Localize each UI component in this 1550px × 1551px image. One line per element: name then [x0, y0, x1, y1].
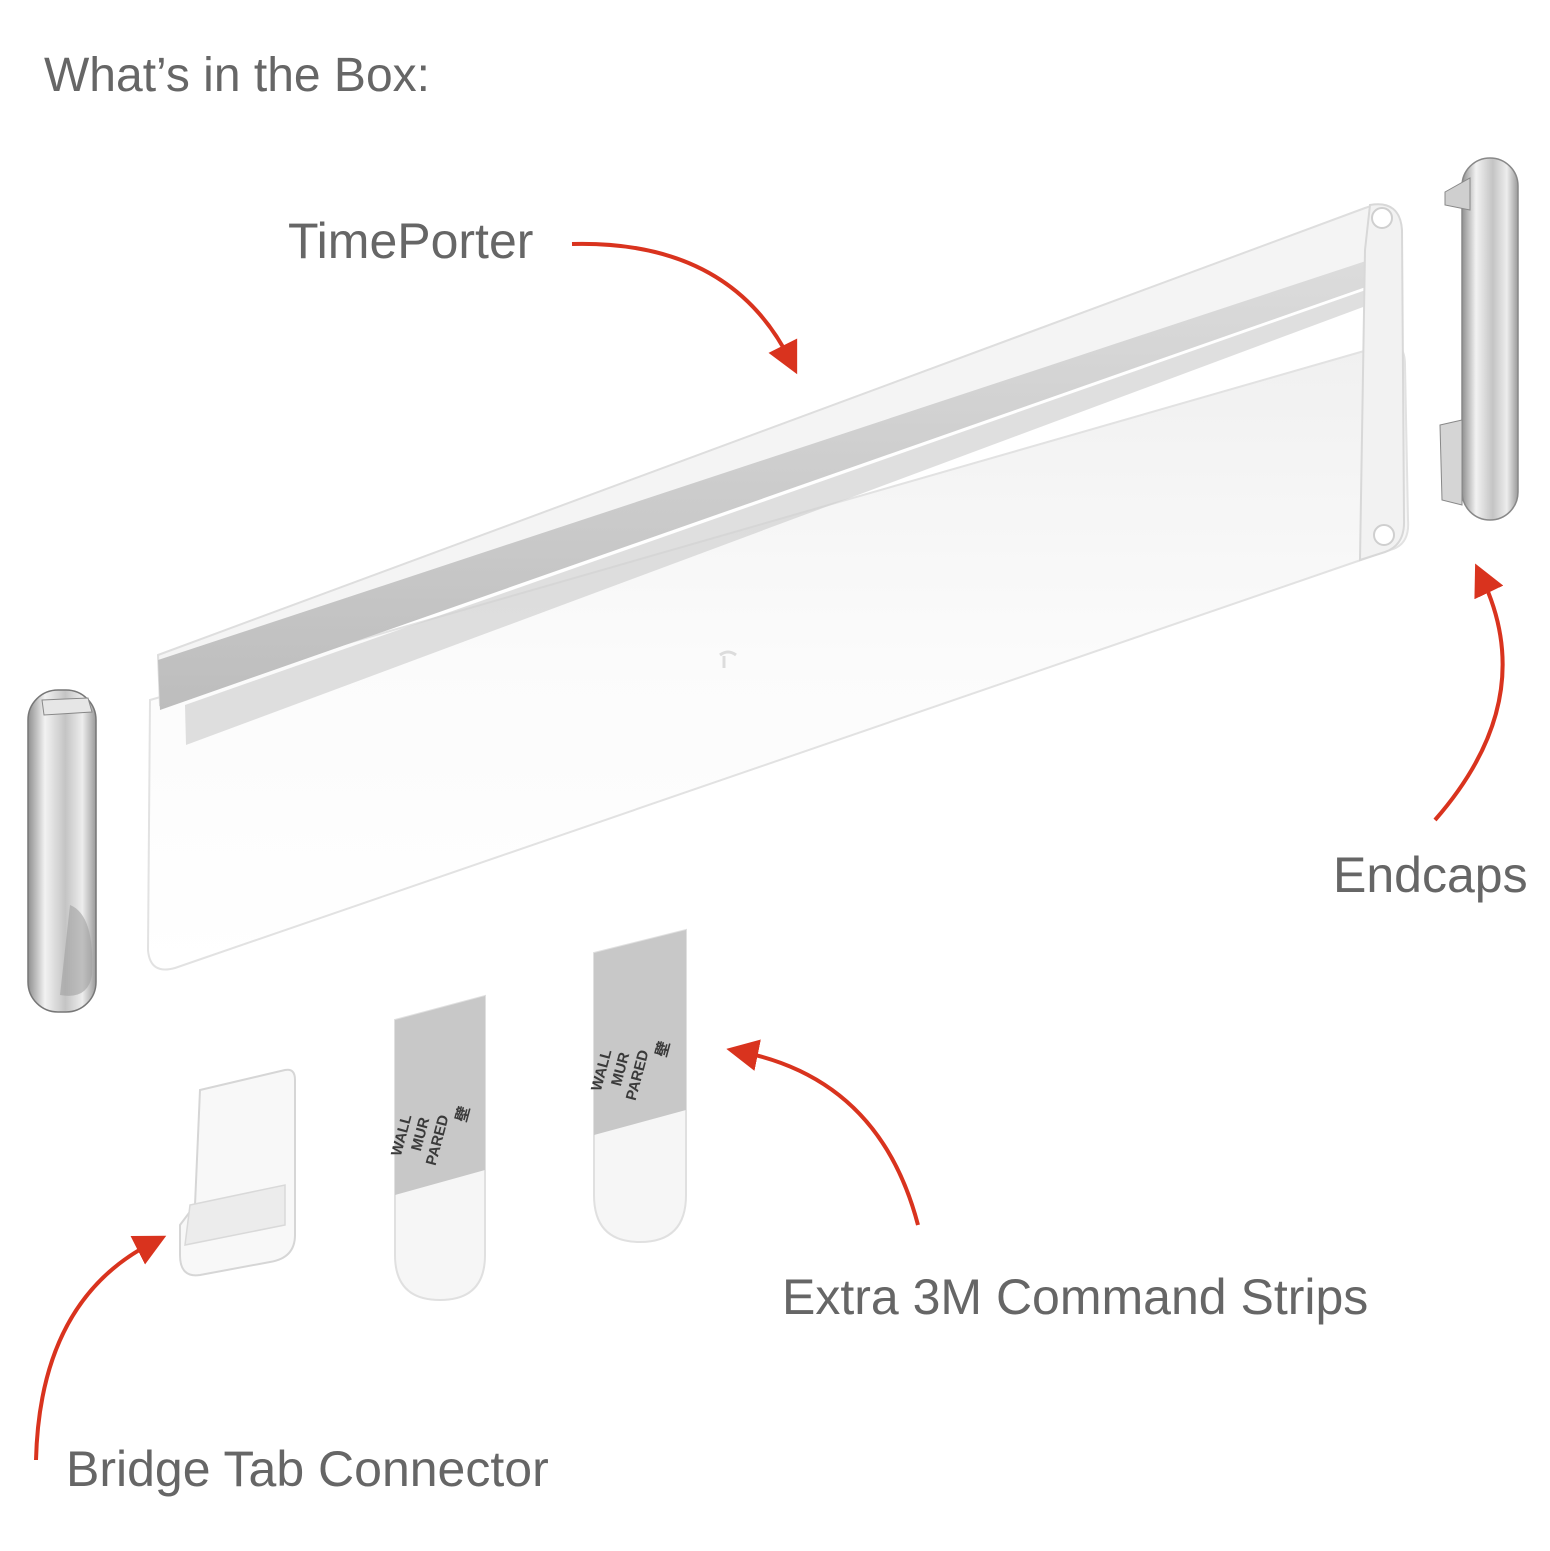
strip-print-kanji: 壁	[452, 1104, 473, 1123]
strip2-print-kanji: 壁	[652, 1039, 673, 1058]
arrow-curved-icon	[571, 241, 798, 375]
endcap-left	[27, 689, 97, 1013]
arrow-curved-icon	[1433, 563, 1505, 822]
page-heading: What’s in the Box:	[44, 49, 430, 102]
label-endcaps: Endcaps	[1333, 847, 1528, 903]
label-timeporter: TimePorter	[288, 213, 534, 269]
label-bridge-tab-connector: Bridge Tab Connector	[66, 1441, 549, 1497]
arrow-curved-icon	[34, 1235, 167, 1461]
bridge-tab-connector	[179, 1068, 296, 1277]
timeporter-rail	[146, 203, 1410, 971]
label-command-strips: Extra 3M Command Strips	[782, 1269, 1369, 1325]
endcap-right	[1439, 157, 1519, 521]
arrow-curved-icon	[726, 1039, 920, 1226]
command-strip-large: WALL MUR PARED 壁	[588, 928, 687, 1244]
command-strip-small: WALL MUR PARED 壁	[388, 994, 486, 1302]
